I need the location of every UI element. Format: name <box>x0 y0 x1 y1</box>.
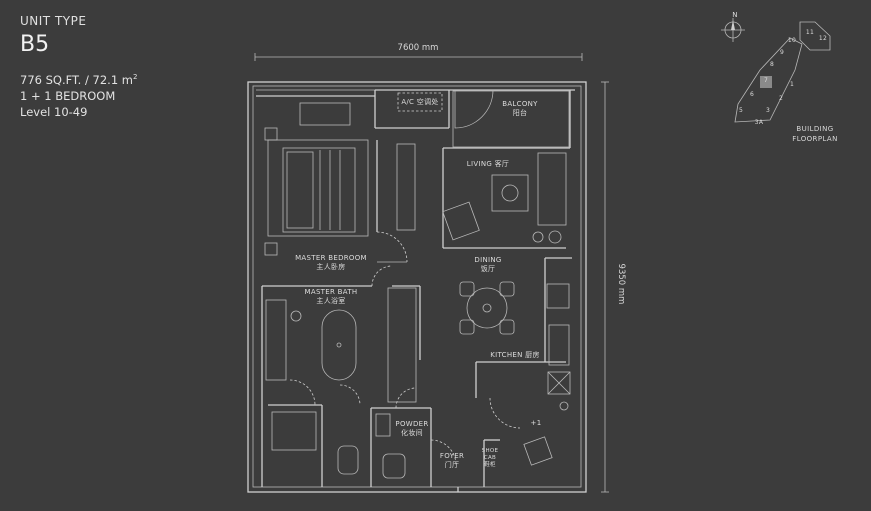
master-bedroom-label-en: MASTER BEDROOM <box>295 254 367 262</box>
dining-label-cn: 饭厅 <box>481 264 496 273</box>
shower-wc <box>271 411 406 479</box>
building-label-line1: BUILDING <box>796 125 834 133</box>
unit-code: B5 <box>20 32 50 57</box>
foyer-label-cn: 门厅 <box>445 460 460 469</box>
dimension-width: 7600 mm <box>398 43 439 53</box>
ac-ledge <box>397 92 443 112</box>
key-plan-unit-3: 3 <box>766 107 770 114</box>
unit-area: 776 SQ.FT. / 72.1 m2 <box>20 73 137 87</box>
dimension-depth: 9350 mm <box>616 264 626 305</box>
foyer-chair <box>523 401 569 466</box>
powder-label-cn: 化妆间 <box>401 428 423 437</box>
key-plan-unit-2: 2 <box>779 95 783 102</box>
key-plan-unit-11: 11 <box>806 29 814 36</box>
key-plan-unit-highlight <box>760 76 772 88</box>
key-plan-unit-12: 12 <box>819 35 827 42</box>
key-plan-unit-1: 1 <box>790 81 794 88</box>
key-plan-unit-8: 8 <box>770 61 774 68</box>
key-plan-unit-10: 10 <box>788 37 796 44</box>
building-label-line2: FLOORPLAN <box>792 135 838 143</box>
step-mark: +1 <box>531 419 542 427</box>
key-plan-unit-9: 9 <box>780 49 784 56</box>
master-bed <box>264 127 369 256</box>
living-furniture <box>442 152 567 244</box>
kitchen-label: KITCHEN 厨房 <box>490 350 540 359</box>
bedroom-desk <box>396 143 416 231</box>
shoe-cab-label-1: SHOE <box>482 448 499 454</box>
key-plan-unit-7: 7 <box>764 77 768 84</box>
interior-walls <box>261 90 572 492</box>
key-plan-north: N <box>732 11 738 19</box>
wardrobe-unit <box>299 102 351 126</box>
bath-fixtures <box>265 287 417 403</box>
shoe-cab-label-3: 鞋柜 <box>484 460 496 468</box>
unit-rooms: 1 + 1 BEDROOM <box>20 89 116 103</box>
balcony <box>452 90 570 148</box>
building-floorplan-label: BUILDING FLOORPLAN <box>790 124 840 144</box>
master-bath-label-en: MASTER BATH <box>305 288 358 296</box>
unit-area-text: 776 SQ.FT. / 72.1 m <box>20 73 133 87</box>
unit-type-label: UNIT TYPE <box>20 14 87 28</box>
kitchen-counter <box>546 283 571 395</box>
foyer-label-en: FOYER <box>440 452 464 460</box>
powder-label-en: POWDER <box>395 420 428 428</box>
master-bath-label-cn: 主人浴室 <box>316 296 345 305</box>
living-label: LIVING 客厅 <box>467 159 509 168</box>
unit-area-sup: 2 <box>133 73 138 82</box>
unit-levels: Level 10-49 <box>20 105 88 119</box>
outer-walls <box>247 81 587 493</box>
balcony-label-cn: 阳台 <box>513 108 528 117</box>
dimension-lines <box>254 53 609 493</box>
ac-label: A/C 空调处 <box>401 97 438 106</box>
dining-table <box>459 281 515 335</box>
key-plan-unit-6: 6 <box>750 91 754 98</box>
master-bedroom-label-cn: 主人卧房 <box>316 262 345 271</box>
shoe-cab-label-2: CAB <box>484 455 496 461</box>
dining-label-en: DINING <box>474 256 501 264</box>
key-plan-unit-5: 5 <box>739 107 743 114</box>
key-plan <box>721 18 831 123</box>
unit-info: UNIT TYPE B5 776 SQ.FT. / 72.1 m2 1 + 1 … <box>20 14 137 119</box>
key-plan-unit-3A: 3A <box>755 119 764 126</box>
balcony-label-en: BALCONY <box>502 100 538 108</box>
doors <box>289 89 521 466</box>
